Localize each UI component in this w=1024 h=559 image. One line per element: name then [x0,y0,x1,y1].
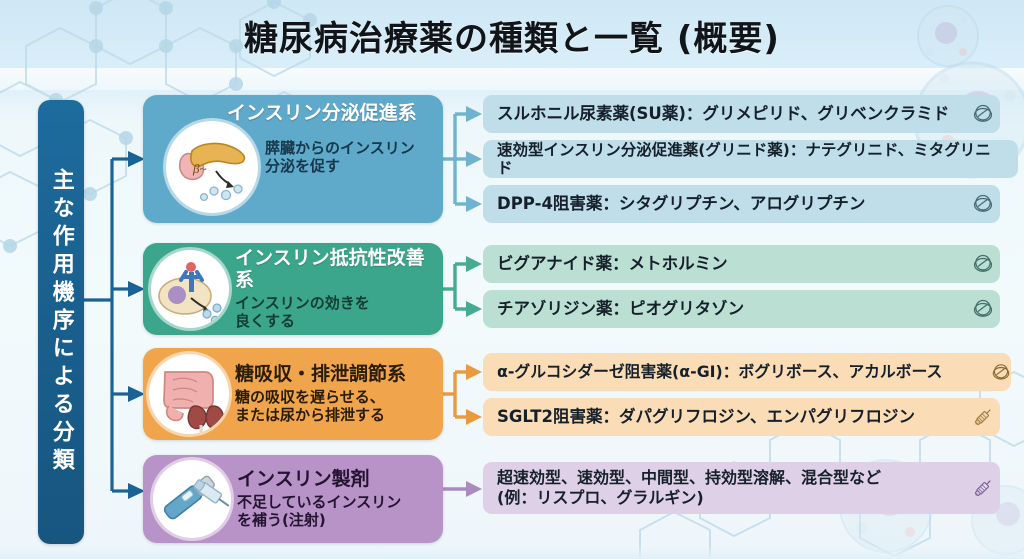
syringe-icon [966,476,1000,500]
category-title: 糖吸収・排泄調節系 [235,363,407,386]
insulin-pen-icon [153,460,231,538]
drug-row[interactable]: ビグアナイド薬：メトホルミン [483,245,1000,283]
pill-icon [991,362,1011,383]
drug-row-label: スルホニル尿素薬(SU薬)：グリメピリド、グリベンクラミド [497,104,950,124]
page-title: 糖尿病治療薬の種類と一覧 (概要) [244,18,780,59]
pill-icon [966,103,1000,125]
drug-row-label: 速効型インスリン分泌促進薬(グリニド薬)：ナテグリニド、ミタグリニド [497,140,991,177]
category-card-insulin-secretion[interactable]: インスリン分泌促進系 膵臓からのインスリン 分泌を促す β~ [143,95,443,223]
category-subtitle: インスリンの効きを 良くする [235,293,370,330]
category-card-insulin-resistance[interactable]: インスリン抵抗性改善系 インスリンの効きを 良くする [143,243,443,335]
background-light-band [0,68,1024,90]
drug-row-label: チアゾリジン薬：ピオグリタゾン [497,299,745,319]
drug-row-label: SGLT2阻害薬：ダパグリフロジン、エンパグリフロジン [497,407,915,427]
category-card-insulin-preparation[interactable]: インスリン製剤 不足しているインスリン を補う(注射) [143,455,443,543]
category-subtitle: 膵臓からのインスリン 分泌を促す [265,139,415,175]
pill-icon [966,193,1000,215]
category-subtitle: 糖の吸収を遅らせる、 または尿から排泄する [235,387,386,424]
drug-row[interactable]: 速効型インスリン分泌促進薬(グリニド薬)：ナテグリニド、ミタグリニド [483,140,1018,178]
drug-row[interactable]: チアゾリジン薬：ピオグリタゾン [483,290,1000,328]
pancreas-icon: β~ [166,121,258,213]
drug-row[interactable]: DPP-4阻害薬：シタグリプチン、アログリプチン [483,185,1000,223]
drug-row-label: ビグアナイド薬：メトホルミン [497,254,728,274]
drug-row-label: DPP-4阻害薬：シタグリプチン、アログリプチン [497,194,866,214]
drug-row[interactable]: SGLT2阻害薬：ダパグリフロジン、エンパグリフロジン [483,398,1000,436]
classification-sidebar: 主な作用機序による分類 [38,100,84,544]
drug-row[interactable]: スルホニル尿素薬(SU薬)：グリメピリド、グリベンクラミド [483,95,1000,133]
drug-row[interactable]: 超速効型、速効型、中間型、持効型溶解、混合型など (例：リスプロ、グラルギン) [483,462,1000,514]
category-title: インスリン抵抗性改善系 [235,247,425,291]
syringe-icon [966,405,1000,429]
intestine-kidney-icon [149,354,229,434]
category-subtitle: 不足しているインスリン を補う(注射) [237,492,402,529]
cell-receptor-icon [151,250,229,328]
page-header: 糖尿病治療薬の種類と一覧 (概要) [0,0,1024,70]
pill-icon [966,253,1000,275]
drug-row-label: α-グルコシダーゼ阻害薬(α-GI)：ボグリボース、アカルボース [497,361,943,381]
drug-row-label: 超速効型、速効型、中間型、持効型溶解、混合型など (例：リスプロ、グラルギン) [497,468,882,507]
category-title: インスリン分泌促進系 [227,102,417,124]
category-card-glucose-absorption[interactable]: 糖吸収・排泄調節系 糖の吸収を遅らせる、 または尿から排泄する [143,348,443,440]
drug-row[interactable]: α-グルコシダーゼ阻害薬(α-GI)：ボグリボース、アカルボース [483,353,1011,391]
background-bottom-band [0,545,1024,559]
classification-sidebar-label: 主な作用機序による分類 [48,168,74,476]
pill-icon [966,298,1000,320]
category-title: インスリン製剤 [237,468,370,491]
svg-text:β~: β~ [192,161,207,176]
